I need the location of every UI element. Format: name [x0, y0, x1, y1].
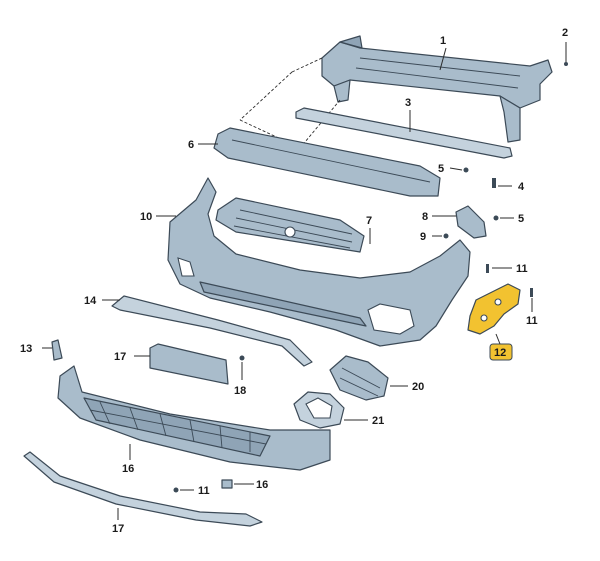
callout-14: 14: [84, 295, 97, 307]
part-7-upper-grille: [215, 197, 365, 253]
part-8-bracket: [455, 205, 487, 239]
callout-9: 9: [420, 231, 426, 243]
part-17-lower-spoiler: [23, 451, 263, 527]
part-3-trim-strip: [295, 107, 513, 159]
part-9-clip: [432, 233, 449, 239]
callout-5-right: 5: [518, 213, 524, 225]
callout-1: 1: [440, 35, 446, 47]
callout-18: 17: [114, 351, 126, 363]
part-19-screw: [239, 355, 245, 380]
callout-7: 7: [366, 215, 372, 227]
part-6-energy-absorber: [213, 127, 441, 197]
part-5-right-clip: [493, 215, 514, 221]
part-21-fog-lamp-frame: [293, 391, 345, 429]
callout-10: 10: [140, 211, 152, 223]
part-4-bolt: [492, 178, 512, 188]
callout-6: 6: [188, 139, 194, 151]
callout-11-right: 11: [526, 315, 538, 327]
callout-17: 17: [112, 523, 124, 535]
part-18-license-plate-bracket: [149, 343, 229, 385]
part-15-clip: [221, 479, 254, 489]
callout-20: 20: [412, 381, 424, 393]
callout-12-badge: [489, 343, 513, 361]
assembly-dashed-outline: [239, 57, 341, 149]
callout-4: 4: [518, 181, 525, 193]
callout-16: 16: [122, 463, 134, 475]
callout-21: 21: [372, 415, 384, 427]
part-16-lower-bumper: [57, 365, 331, 471]
part-5-upper-clip: [449, 167, 469, 173]
callout-8: 8: [422, 211, 428, 223]
callout-11-upper: 11: [516, 263, 528, 275]
callout-15: 16: [256, 479, 268, 491]
callout-13: 13: [20, 343, 32, 355]
part-11-screw-lower: [173, 487, 194, 493]
part-13-bracket-small: [42, 339, 63, 361]
part-11-screw-upper: [486, 264, 512, 273]
part-20-fog-lamp-grille: [329, 355, 389, 401]
callout-19: 18: [234, 385, 246, 397]
callout-2: 2: [562, 27, 568, 39]
part-11-screw-right: [530, 288, 533, 312]
part-10-bumper-cover: [167, 177, 471, 347]
part-12-bracket-highlighted: [467, 283, 521, 335]
part-2-screw: [564, 42, 568, 66]
callout-11-lower: 11: [198, 485, 210, 497]
part-1-bumper-reinforcement: [321, 35, 553, 143]
callout-3: 3: [405, 97, 411, 109]
part-14-trim-strip: [111, 295, 313, 367]
callout-5-upper: 5: [438, 163, 444, 175]
callout-12: 12: [494, 347, 506, 359]
